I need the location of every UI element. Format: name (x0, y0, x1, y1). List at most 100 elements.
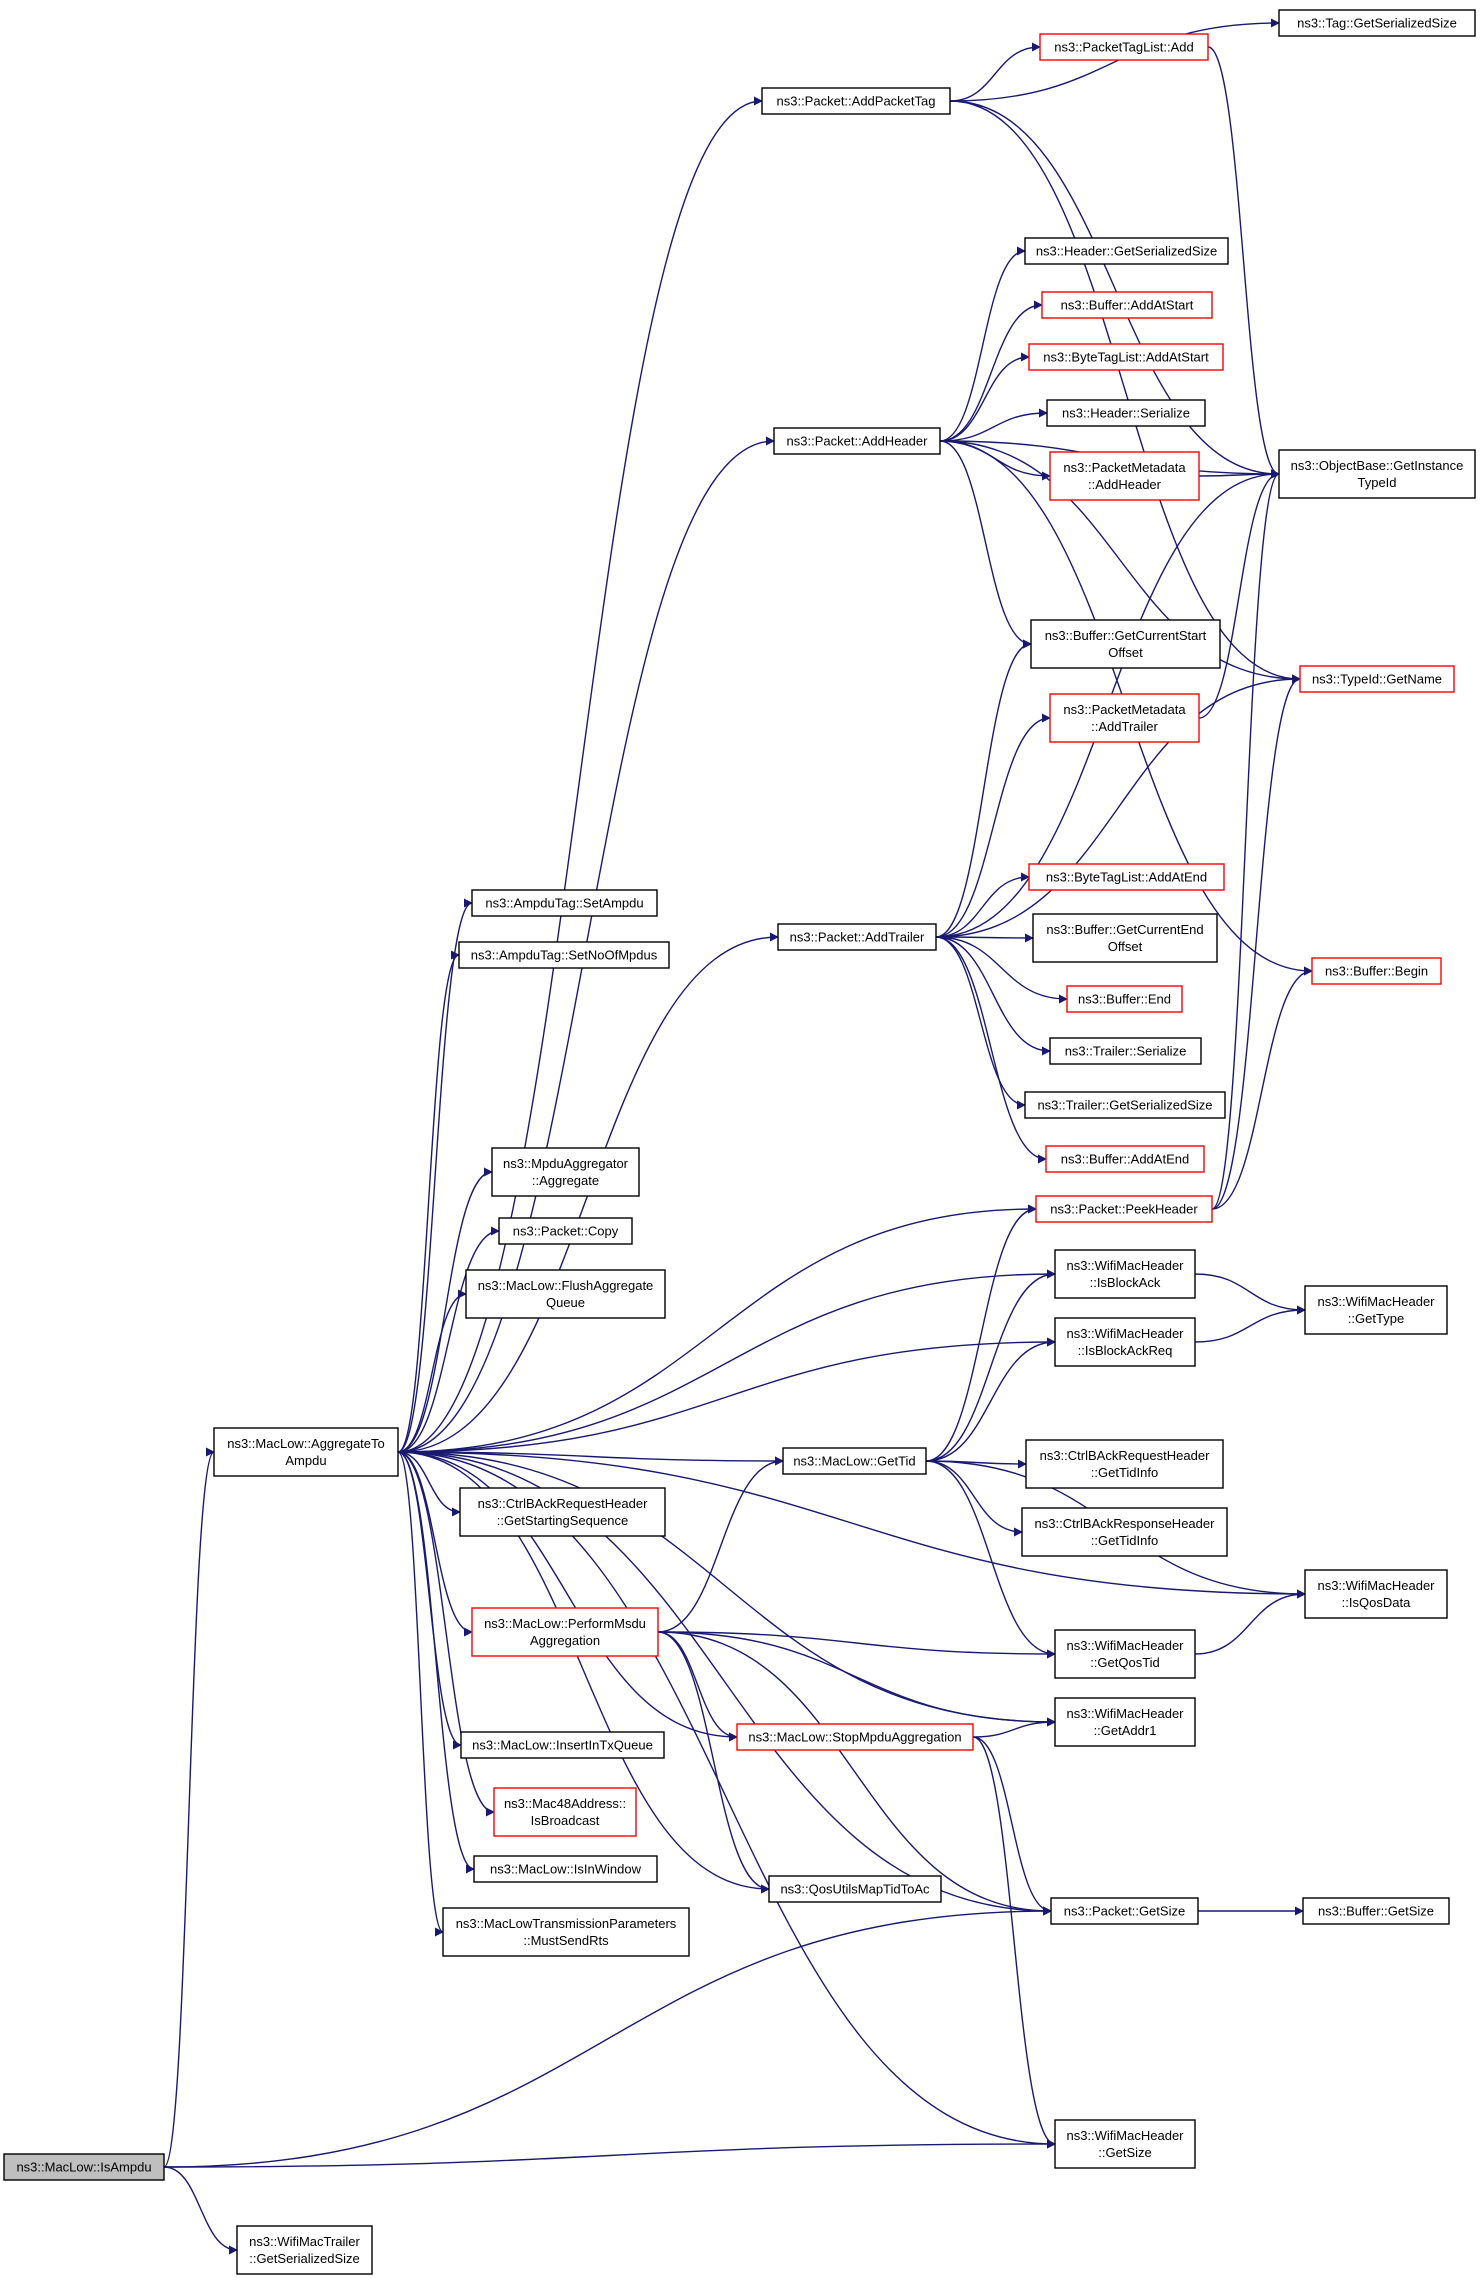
node-label: ns3::Header::Serialize (1062, 406, 1190, 421)
edge-aggregate-to-packetcopy (397, 1226, 500, 1453)
node-label: Offset (1108, 939, 1143, 954)
node-pmaddtrailer[interactable]: ns3::PacketMetadata::AddTrailer (1049, 693, 1200, 743)
edge-line (657, 1631, 770, 1894)
node-addpackettag[interactable]: ns3::Packet::AddPacketTag (761, 87, 951, 115)
node-trailerserialize[interactable]: ns3::Trailer::Serialize (1049, 1037, 1202, 1065)
node-box (1054, 2119, 1196, 2169)
node-box (768, 1875, 942, 1903)
node-box (1066, 985, 1183, 1013)
node-box (777, 923, 937, 951)
node-box (1054, 1697, 1196, 1747)
node-isqosdata[interactable]: ns3::WifiMacHeader::IsQosData (1304, 1569, 1448, 1619)
node-gettype[interactable]: ns3::WifiMacHeader::GetType (1304, 1285, 1448, 1335)
node-bufbegin[interactable]: ns3::Buffer::Begin (1311, 957, 1442, 985)
node-setnoofmpdus[interactable]: ns3::AmpduTag::SetNoOfMpdus (458, 941, 670, 969)
node-label: ns3::Packet::AddPacketTag (777, 94, 936, 109)
edge-performmsdu-to-packetgetsize (657, 1631, 1052, 1916)
node-bareqtidinfo[interactable]: ns3::CtrlBAckRequestHeader::GetTidInfo (1025, 1439, 1224, 1489)
node-box (473, 1855, 658, 1883)
node-startseq[interactable]: ns3::CtrlBAckRequestHeader::GetStartingS… (459, 1487, 666, 1537)
edge-line (935, 933, 1034, 943)
node-label: ns3::WifiMacHeader (1066, 1326, 1184, 1341)
edge-line (397, 1289, 467, 1453)
node-getaddr1[interactable]: ns3::WifiMacHeader::GetAddr1 (1054, 1697, 1196, 1747)
node-isblockack[interactable]: ns3::WifiMacHeader::IsBlockAck (1054, 1249, 1196, 1299)
edge-line (397, 1451, 444, 1937)
node-btlistaddatstart[interactable]: ns3::ByteTagList::AddAtStart (1028, 343, 1224, 371)
edge-addheader-to-btlistaddatstart (939, 352, 1030, 442)
node-qosmaptid[interactable]: ns3::QosUtilsMapTidToAc (768, 1875, 942, 1903)
node-addheader[interactable]: ns3::Packet::AddHeader (773, 427, 941, 455)
node-wmhgetsize[interactable]: ns3::WifiMacHeader::GetSize (1054, 2119, 1196, 2169)
edge-line (397, 1269, 1056, 1453)
edge-gettid-to-getqostid (925, 1460, 1056, 1659)
node-bufaddatstart[interactable]: ns3::Buffer::AddAtStart (1041, 291, 1213, 319)
node-ptaglistadd[interactable]: ns3::PacketTagList::Add (1039, 33, 1209, 61)
node-box (1299, 665, 1455, 693)
node-label: ::GetSerializedSize (249, 2251, 360, 2266)
node-trailersersize[interactable]: ns3::Trailer::GetSerializedSize (1024, 1091, 1226, 1119)
node-box (465, 1269, 666, 1319)
node-headerserialize[interactable]: ns3::Header::Serialize (1046, 399, 1206, 427)
node-headersersize[interactable]: ns3::Header::GetSerializedSize (1024, 237, 1229, 265)
node-label: ::GetStartingSequence (497, 1513, 629, 1528)
node-buffergetsize[interactable]: ns3::Buffer::GetSize (1302, 1897, 1450, 1925)
node-box (1278, 9, 1476, 37)
edge-gettid-to-isblockack (925, 1269, 1056, 1462)
node-taggetsize[interactable]: ns3::Tag::GetSerializedSize (1278, 9, 1476, 37)
edge-gettid-to-peekheader (925, 1204, 1037, 1462)
edge-line (397, 950, 460, 1453)
node-box (1025, 1439, 1224, 1489)
node-isampdu[interactable]: ns3::MacLow::IsAmpdu (3, 2153, 165, 2181)
edge-addtrailer-to-trailerserialize (935, 936, 1051, 1056)
node-getqostid[interactable]: ns3::WifiMacHeader::GetQosTid (1054, 1629, 1196, 1679)
node-label: ns3::CtrlBAckRequestHeader (478, 1496, 648, 1511)
node-box (1045, 1145, 1205, 1173)
node-label: ::GetSize (1098, 2145, 1151, 2160)
node-box (773, 427, 941, 455)
node-peekheader[interactable]: ns3::Packet::PeekHeader (1035, 1195, 1213, 1223)
node-box (761, 87, 951, 115)
edge-aggregate-to-gettid (397, 1451, 784, 1466)
node-box (493, 1787, 637, 1837)
edge-stopmpdu-to-packetgetsize (972, 1736, 1052, 1916)
edge-line (397, 1451, 495, 1817)
node-setampdu[interactable]: ns3::AmpduTag::SetAmpdu (471, 889, 658, 917)
node-bufend[interactable]: ns3::Buffer::End (1066, 985, 1183, 1013)
edge-addheader-to-headerserialize (939, 408, 1048, 442)
node-isblockackreq[interactable]: ns3::WifiMacHeader::IsBlockAckReq (1054, 1317, 1196, 1367)
edge-line (1194, 1305, 1306, 1343)
node-trailersize[interactable]: ns3::WifiMacTrailer::GetSerializedSize (236, 2225, 373, 2275)
edge-line (939, 440, 1032, 649)
node-mustsendrts[interactable]: ns3::MacLowTransmissionParameters::MustS… (442, 1907, 690, 1957)
node-typeidname[interactable]: ns3::TypeId::GetName (1299, 665, 1455, 693)
node-label: ns3::Trailer::Serialize (1065, 1044, 1187, 1059)
node-btlistaddatend[interactable]: ns3::ByteTagList::AddAtEnd (1028, 863, 1225, 891)
node-inserttxq[interactable]: ns3::MacLow::InsertInTxQueue (460, 1731, 665, 1759)
node-packetcopy[interactable]: ns3::Packet::Copy (498, 1217, 633, 1245)
node-label: ns3::CtrlBAckResponseHeader (1035, 1516, 1216, 1531)
node-mpduagg[interactable]: ns3::MpduAggregator::Aggregate (491, 1147, 640, 1197)
node-addtrailer[interactable]: ns3::Packet::AddTrailer (777, 923, 937, 951)
node-barsptidinfo[interactable]: ns3::CtrlBAckResponseHeader::GetTidInfo (1021, 1507, 1228, 1557)
edge-aggregate-to-performmsdu (397, 1451, 473, 1637)
node-gettid[interactable]: ns3::MacLow::GetTid (782, 1447, 927, 1475)
node-pmaddheader[interactable]: ns3::PacketMetadata::AddHeader (1049, 451, 1200, 501)
node-isbroadcast[interactable]: ns3::Mac48Address::IsBroadcast (493, 1787, 637, 1837)
node-label: ns3::Buffer::GetCurrentEnd (1046, 922, 1203, 937)
edge-addpackettag-to-taggetsize (949, 18, 1280, 102)
edge-isampdu-to-packetgetsize (163, 1906, 1052, 2168)
node-bufaddatend[interactable]: ns3::Buffer::AddAtEnd (1045, 1145, 1205, 1173)
node-packetgetsize[interactable]: ns3::Packet::GetSize (1050, 1897, 1199, 1925)
node-box (1030, 619, 1221, 669)
node-stopmpdu[interactable]: ns3::MacLow::StopMpduAggregation (736, 1723, 974, 1751)
node-label: ns3::ByteTagList::AddAtEnd (1046, 870, 1207, 885)
edge-line (397, 1337, 1056, 1453)
node-isinwindow[interactable]: ns3::MacLow::IsInWindow (473, 1855, 658, 1883)
